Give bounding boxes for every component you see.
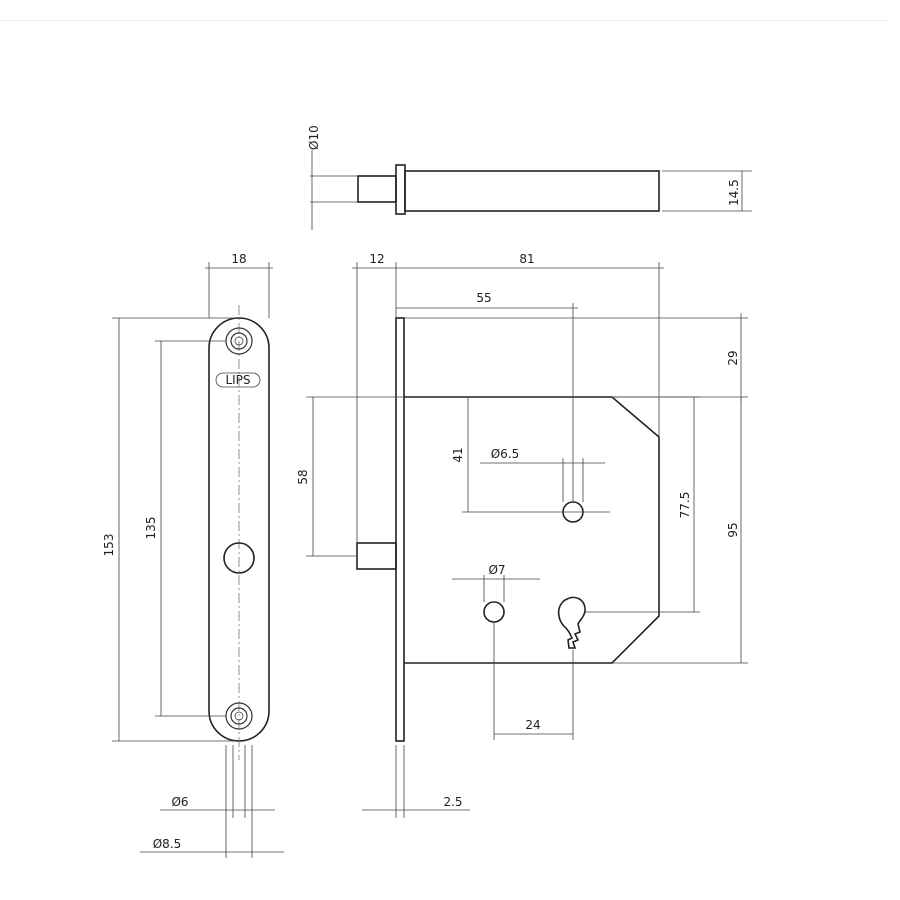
keyhole xyxy=(557,596,586,649)
follower-diameter-label: Ø6.5 xyxy=(491,447,520,461)
follower-drop-label: 41 xyxy=(451,447,465,462)
screw-spacing-label: 135 xyxy=(144,517,158,540)
lips-logo-text: LIPS xyxy=(225,373,250,387)
bolt-opening xyxy=(223,542,255,574)
screw-diameter-label: Ø6 xyxy=(171,795,188,809)
key-spacing-label: 24 xyxy=(525,718,540,732)
fixing-hole xyxy=(483,601,505,623)
lock-body-view: 12 81 55 29 58 41 Ø6.5 77.5 95 xyxy=(296,252,748,818)
lock-case xyxy=(404,396,660,664)
backset-offset-label: 12 xyxy=(369,252,384,266)
forend-plate xyxy=(395,317,405,742)
plate-width-label: 18 xyxy=(231,252,246,266)
top-offset-label: 29 xyxy=(726,350,740,365)
bolt-flange xyxy=(395,164,406,215)
bolt-to-top-label: 58 xyxy=(296,469,310,484)
top-divider-line xyxy=(0,20,888,21)
plate-thickness-label: 2.5 xyxy=(443,795,462,809)
bolt-body xyxy=(404,170,660,212)
follower-to-key-label: 77.5 xyxy=(678,492,692,519)
bolt-height-label: 14.5 xyxy=(727,179,741,206)
hole-diameter-label: Ø7 xyxy=(488,563,505,577)
lips-logo xyxy=(215,372,261,388)
faceplate-view: LIPS 18 153 135 Ø6 Ø8.5 xyxy=(102,252,284,858)
bolt-pin-tip xyxy=(357,175,397,203)
overall-height-label: 153 xyxy=(102,534,116,557)
countersink-diameter-label: Ø8.5 xyxy=(153,837,182,851)
follower-distance-label: 55 xyxy=(476,291,491,305)
bolt-top-view: Ø10 14.5 xyxy=(307,125,752,230)
bolt-stub xyxy=(356,542,397,570)
case-height-label: 95 xyxy=(726,522,740,537)
case-length-label: 81 xyxy=(519,252,534,266)
pin-diameter-label: Ø10 xyxy=(307,125,321,150)
